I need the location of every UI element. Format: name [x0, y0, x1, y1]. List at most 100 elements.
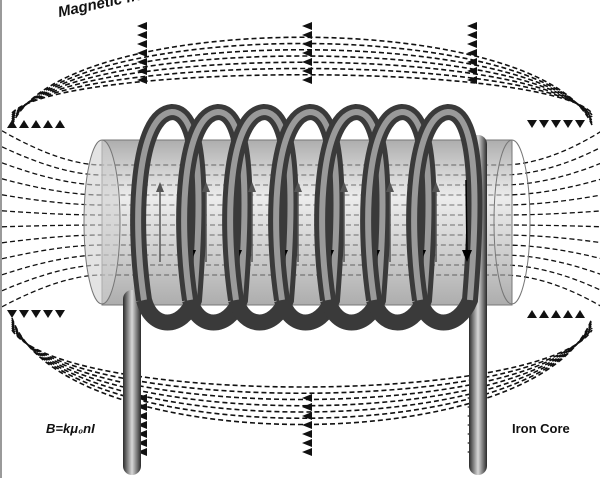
arrow-head-icon: [467, 40, 477, 48]
field-line-core: [2, 178, 600, 196]
field-line-bottom: [11, 327, 593, 394]
arrow-head-icon: [432, 182, 440, 192]
field-line-top: [11, 42, 593, 124]
arrow-head-icon: [575, 310, 585, 318]
coil-turn-highlight: [135, 108, 202, 301]
coil-turn-highlight: [273, 108, 340, 301]
arrow-head-icon: [137, 439, 147, 447]
arrow-head-icon: [31, 120, 41, 128]
arrow-head-icon: [551, 310, 561, 318]
arrow-head-icon: [302, 430, 312, 438]
arrow-head-icon: [467, 67, 477, 75]
arrow-head-icon: [248, 182, 256, 192]
arrow-head-icon: [467, 58, 477, 66]
coil-turn-highlight: [365, 108, 432, 301]
arrow-head-icon: [137, 49, 147, 57]
arrow-head-icon: [55, 120, 65, 128]
arrow-head-icon: [137, 58, 147, 66]
core-end: [493, 139, 531, 305]
field-line-top: [11, 36, 593, 126]
arrow-head-icon: [539, 120, 549, 128]
coil-turn-highlight: [181, 108, 248, 301]
arrow-head-icon: [202, 182, 210, 192]
coil: [123, 103, 487, 475]
field-line-top: [11, 55, 593, 120]
arrow-head-icon: [137, 403, 147, 411]
arrow-head-icon: [302, 40, 312, 48]
arrow-head-icon: [467, 49, 477, 57]
arrow-head-icon: [137, 22, 147, 30]
current-arrow: [465, 179, 468, 253]
arrow-head-icon: [302, 22, 312, 30]
arrow-head-icon: [302, 76, 312, 84]
arrow-head-icon: [302, 394, 312, 402]
iron-core-label: Iron Core: [512, 421, 570, 436]
coil-turn-highlight: [411, 108, 478, 301]
arrow-head-icon: [575, 120, 585, 128]
arrow-head-icon: [302, 412, 312, 420]
arrow-head-icon: [137, 394, 147, 402]
arrow-head-icon: [137, 40, 147, 48]
arrow-head-icon: [137, 421, 147, 429]
field-line-core: [2, 162, 600, 186]
field-line-top: [11, 61, 593, 118]
arrow-head-icon: [137, 67, 147, 75]
arrow-head-icon: [302, 67, 312, 75]
arrow-head-icon: [302, 58, 312, 66]
arrow-head-icon: [563, 120, 573, 128]
arrow-head-icon: [551, 120, 561, 128]
arrow-head-icon: [539, 310, 549, 318]
arrow-head-icon: [467, 22, 477, 30]
arrow-head-icon: [527, 310, 537, 318]
arrow-head-icon: [294, 182, 302, 192]
arrow-head-icon: [7, 120, 17, 128]
arrow-head-icon: [31, 310, 41, 318]
field-line-top: [11, 74, 593, 114]
field-line-top: [11, 67, 593, 116]
arrow-head-icon: [137, 430, 147, 438]
arrow-head-icon: [467, 31, 477, 39]
field-line-bottom: [11, 321, 593, 413]
arrow-head-icon: [19, 120, 29, 128]
left-lead-wire: [123, 290, 141, 475]
arrow-head-icon: [43, 120, 53, 128]
iron-core: [83, 139, 531, 306]
arrow-head-icon: [302, 439, 312, 447]
arrow-head-icon: [340, 182, 348, 192]
arrow-head-icon: [302, 49, 312, 57]
coil-turn-highlight: [227, 108, 294, 301]
arrow-head-icon: [302, 448, 312, 456]
arrow-head-icon: [43, 310, 53, 318]
field-line-core: [2, 254, 600, 276]
field-line-core: [2, 244, 600, 260]
arrow-head-icon: [563, 310, 573, 318]
magnetic-field-lines: [2, 22, 600, 456]
field-line-core: [2, 264, 600, 292]
arrow-head-icon: [7, 310, 17, 318]
field-line-bottom: [11, 317, 593, 426]
field-line-bottom: [11, 325, 593, 401]
arrow-head-icon: [302, 31, 312, 39]
field-line-bottom: [11, 329, 593, 388]
coil-turn-highlight: [319, 108, 386, 301]
arrow-head-icon: [55, 310, 65, 318]
field-line-bottom: [11, 323, 593, 407]
arrow-head-icon: [156, 182, 164, 192]
arrow-head-icon: [137, 31, 147, 39]
arrow-head-icon: [137, 412, 147, 420]
equation-label: B=kμ₀nI: [46, 421, 95, 436]
field-line-bottom: [11, 319, 593, 420]
core-end: [83, 139, 121, 305]
arrow-head-icon: [302, 403, 312, 411]
arrow-head-icon: [527, 120, 537, 128]
arrow-head-icon: [137, 448, 147, 456]
arrow-head-icon: [467, 76, 477, 84]
arrow-head-icon: [462, 250, 472, 262]
arrow-head-icon: [302, 421, 312, 429]
core-body: [101, 139, 513, 306]
field-line-top: [11, 49, 593, 122]
arrow-head-icon: [19, 310, 29, 318]
arrow-head-icon: [137, 76, 147, 84]
